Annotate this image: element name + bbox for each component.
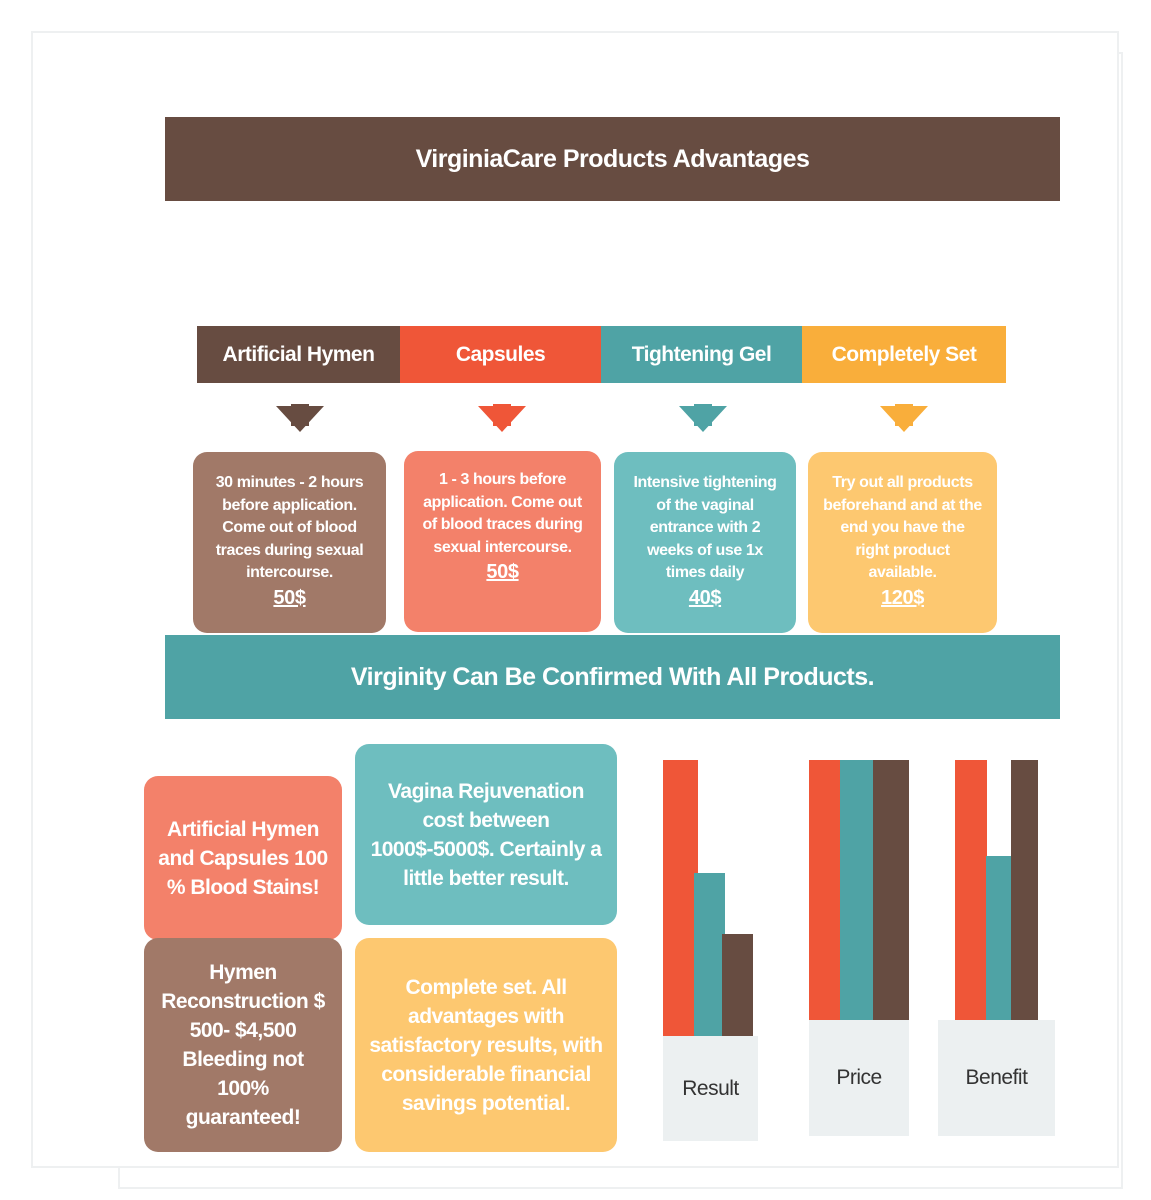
chart-category-label: Price bbox=[809, 1020, 909, 1136]
product-description: 30 minutes - 2 hours before application.… bbox=[215, 474, 364, 581]
product-card-tightening-gel: Intensive tightening of the vaginal entr… bbox=[614, 452, 796, 633]
product-card-artificial-hymen: 30 minutes - 2 hours before application.… bbox=[193, 452, 386, 633]
chart-bar bbox=[955, 760, 987, 1020]
complete-set-box: Complete set. All advantages with satisf… bbox=[355, 938, 617, 1152]
chart-bar bbox=[840, 760, 874, 1020]
rejuvenation-box: Vagina Rejuvenation cost between 1000$-5… bbox=[355, 744, 617, 925]
tab-completely-set: Completely Set bbox=[802, 326, 1006, 383]
product-price: 50$ bbox=[273, 586, 306, 609]
chart-bar bbox=[722, 933, 753, 1036]
product-card-capsules: 1 - 3 hours before application. Come out… bbox=[404, 451, 601, 632]
tab-tightening-gel: Tightening Gel bbox=[601, 326, 802, 383]
product-description: Try out all products beforehand and at t… bbox=[823, 474, 982, 581]
chart-bar bbox=[873, 760, 909, 1020]
confirmation-banner: Virginity Can Be Confirmed With All Prod… bbox=[165, 635, 1060, 719]
chart-bar bbox=[986, 856, 1012, 1020]
product-price: 40$ bbox=[688, 586, 722, 609]
tab-capsules: Capsules bbox=[400, 326, 601, 383]
chart-bar bbox=[694, 873, 725, 1036]
infographic-title: VirginiaCare Products Advantages bbox=[165, 117, 1060, 201]
product-description: 1 - 3 hours before application. Come out… bbox=[422, 471, 583, 556]
chart-bar bbox=[663, 760, 698, 1036]
product-price: 50$ bbox=[486, 561, 519, 583]
reconstruction-box: Hymen Reconstruction $ 500- $4,500 Bleed… bbox=[144, 938, 342, 1152]
chart-bar bbox=[809, 760, 841, 1020]
product-card-completely-set: Try out all products beforehand and at t… bbox=[808, 452, 997, 633]
product-description: Intensive tightening of the vaginal entr… bbox=[633, 474, 777, 581]
hymen-capsules-box: Artificial Hymen and Capsules 100 % Bloo… bbox=[144, 776, 342, 940]
chart-category-label: Benefit bbox=[938, 1020, 1055, 1136]
chart-bar bbox=[1011, 760, 1038, 1020]
chart-category-label: Result bbox=[663, 1036, 758, 1141]
product-price: 120$ bbox=[881, 586, 924, 609]
tab-artificial-hymen: Artificial Hymen bbox=[197, 326, 400, 383]
